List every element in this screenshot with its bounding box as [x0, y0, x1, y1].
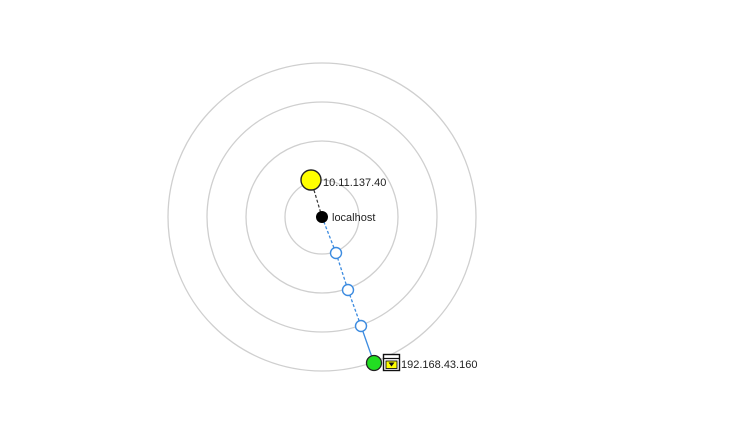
- hop-node-2[interactable]: [341, 283, 355, 297]
- target-label: 192.168.43.160: [401, 359, 477, 371]
- ring-3: [206, 101, 438, 333]
- route-link-2: [335, 252, 349, 291]
- firewall-badge-icon: [382, 353, 401, 372]
- hop-node-1[interactable]: [329, 246, 343, 260]
- localhost-label: localhost: [332, 212, 375, 224]
- links: [310, 179, 375, 364]
- localhost-node[interactable]: localhost: [316, 211, 375, 224]
- distance-rings: [167, 62, 477, 372]
- ring-1: [284, 179, 360, 255]
- target-node-icon[interactable]: [365, 354, 383, 372]
- gateway-label: 10.11.137.40: [323, 177, 386, 189]
- ring-4: [167, 62, 477, 372]
- route-link-3: [347, 289, 362, 327]
- target-node[interactable]: 192.168.43.160: [365, 353, 478, 372]
- gateway-node[interactable]: 10.11.137.40: [300, 169, 386, 191]
- gateway-node-icon[interactable]: [300, 169, 322, 191]
- route-link-1: [321, 216, 337, 254]
- localhost-node-icon[interactable]: [316, 211, 328, 223]
- hop-node-3[interactable]: [354, 319, 368, 333]
- ring-2: [245, 140, 399, 294]
- hop-nodes: [329, 246, 368, 333]
